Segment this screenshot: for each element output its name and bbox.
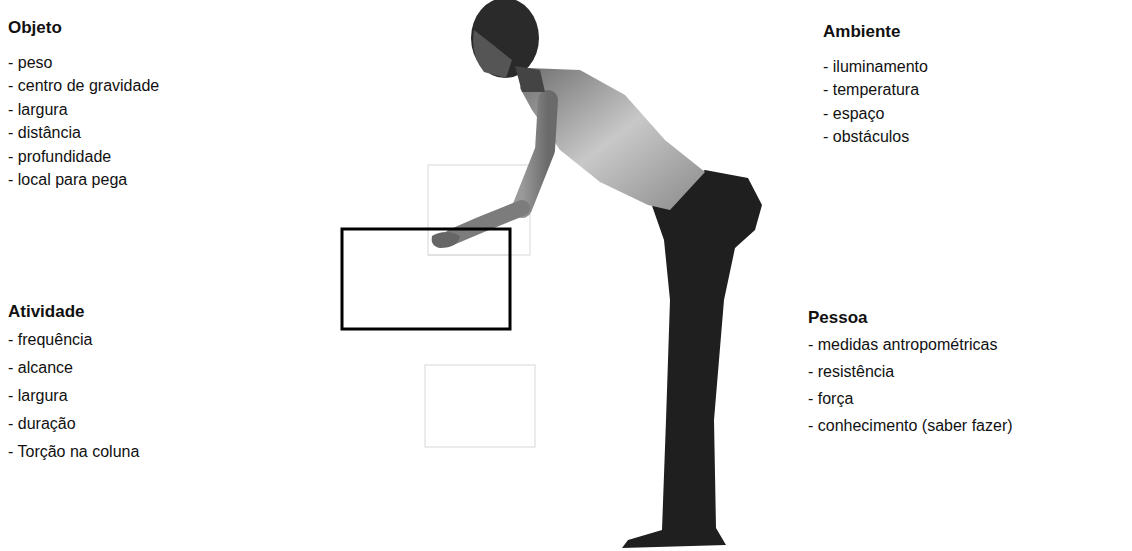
load-box — [342, 229, 510, 329]
list-item: - temperatura — [823, 80, 919, 100]
list-item: - alcance — [8, 358, 73, 378]
list-item: - força — [808, 389, 853, 409]
list-item: - centro de gravidade — [8, 76, 159, 96]
list-item: - largura — [8, 386, 68, 406]
group-heading: Ambiente — [823, 22, 900, 42]
head — [471, 0, 539, 78]
group-heading: Objeto — [8, 18, 62, 38]
legs — [622, 170, 762, 548]
group-heading: Pessoa — [808, 308, 868, 328]
list-item: - local para pega — [8, 170, 127, 190]
list-item: - peso — [8, 53, 52, 73]
list-item: - resistência — [808, 362, 894, 382]
wireframe-box — [425, 165, 535, 447]
list-item: - duração — [8, 414, 76, 434]
list-item: - profundidade — [8, 147, 111, 167]
list-item: - medidas antropométricas — [808, 335, 997, 355]
list-item: - frequência — [8, 330, 93, 350]
list-item: - obstáculos — [823, 127, 909, 147]
list-item: - iluminamento — [823, 57, 928, 77]
torso — [520, 68, 705, 210]
neck — [515, 66, 545, 92]
list-item: - distância — [8, 123, 81, 143]
list-item: - largura — [8, 100, 68, 120]
upper-arm — [522, 100, 548, 208]
list-item: - conhecimento (saber fazer) — [808, 416, 1013, 436]
group-heading: Atividade — [8, 302, 85, 322]
list-item: - espaço — [823, 104, 884, 124]
face — [473, 30, 512, 78]
list-item: - Torção na coluna — [8, 442, 139, 462]
hand — [432, 232, 460, 248]
